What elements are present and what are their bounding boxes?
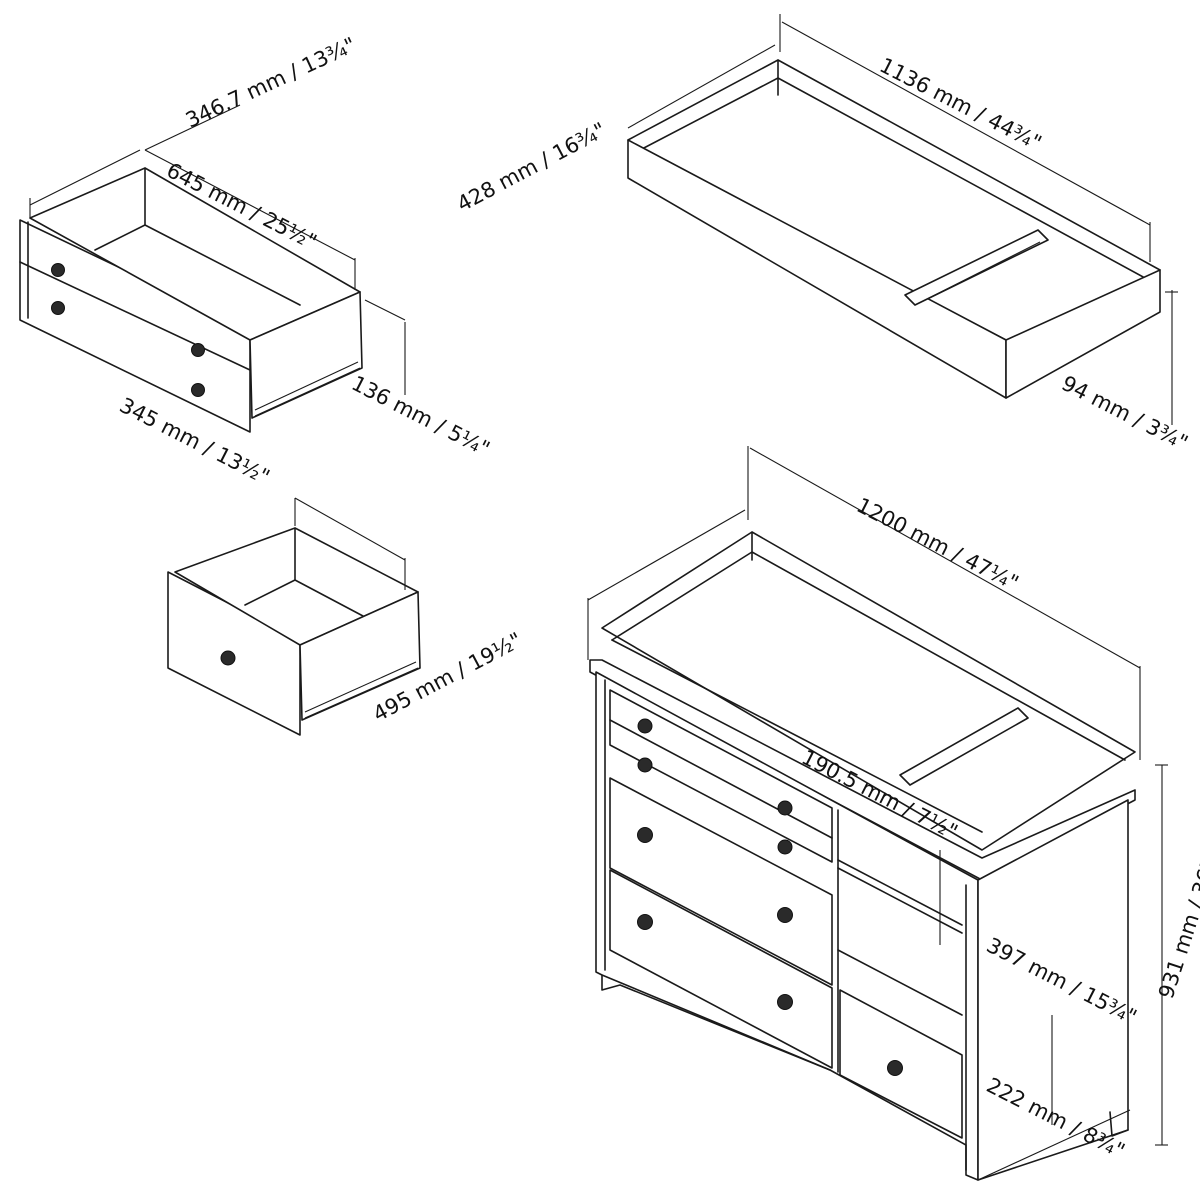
small-drawers-illustration <box>19 104 406 433</box>
label-dresser-width: 1200 mm / 47¼" <box>853 493 1023 595</box>
drawer-knob <box>51 263 65 277</box>
drawer-knob <box>191 343 205 357</box>
cube-drawer-illustration <box>167 497 421 736</box>
label-changer-depth: 428 mm / 16¾" <box>453 118 610 217</box>
drawer-knob <box>637 718 653 734</box>
label-small-drawer-height: 136 mm / 5¼" <box>348 371 494 461</box>
drawer-knob <box>637 757 653 773</box>
drawer-knob <box>220 650 236 666</box>
drawer-knob <box>637 914 653 930</box>
drawer-knob <box>887 1060 903 1076</box>
changing-tray-illustration <box>627 14 1178 425</box>
drawer-knob <box>777 839 793 855</box>
drawer-knob <box>777 907 793 923</box>
drawer-knob <box>777 800 793 816</box>
label-dresser-height: 931 mm / 36¾" <box>1154 837 1200 1001</box>
drawer-knob <box>637 827 653 843</box>
dresser-illustration <box>587 446 1168 1181</box>
drawer-knob <box>777 994 793 1010</box>
label-small-drawer-width: 346.7 mm / 13¾" <box>182 33 360 133</box>
drawer-knob <box>51 301 65 315</box>
drawer-knob <box>191 383 205 397</box>
